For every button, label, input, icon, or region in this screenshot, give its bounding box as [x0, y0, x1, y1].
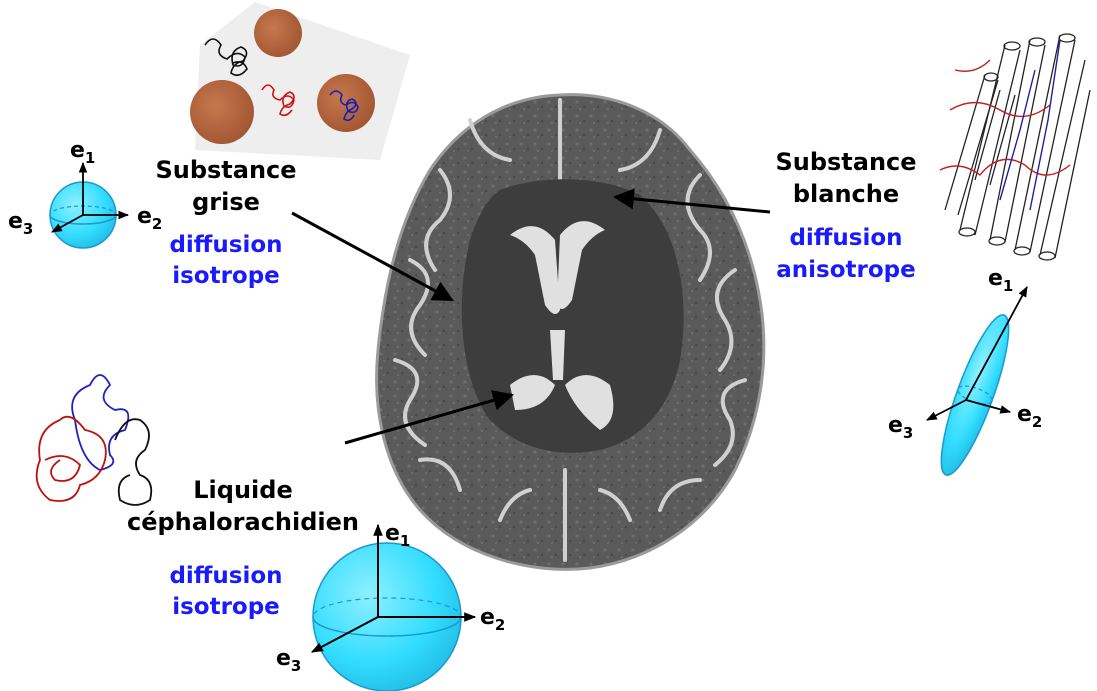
label-substance-blanche: Substance blanche diffusion anisotrope [775, 148, 916, 283]
white-matter-fibers-inset [940, 34, 1090, 260]
fiber-bundles [945, 34, 1090, 260]
cell-circle [190, 80, 254, 144]
csf-walk-blue [72, 375, 128, 470]
axis-e2-large: e2 [480, 605, 505, 634]
grey-matter-cells-inset [190, 2, 410, 160]
anisotropic-ellipsoid [927, 287, 1027, 481]
axis-e3-large: e3 [276, 646, 301, 675]
grise-diffusion-line1: diffusion [169, 232, 282, 258]
csf-random-walk-inset [37, 375, 152, 505]
cell-circle [317, 74, 375, 132]
axis-e1-small: e1 [70, 138, 95, 167]
csf-walk-red [37, 417, 106, 501]
lcr-diffusion-line2: isotrope [172, 594, 280, 620]
label-substance-grise: Substance grise diffusion isotrope [155, 156, 296, 289]
lcr-title-line1: Liquide [193, 476, 292, 504]
lcr-title-line2: céphalorachidien [127, 508, 359, 536]
brain-mri-image [377, 95, 764, 570]
isotropic-sphere-large [312, 525, 475, 691]
blanche-title-line2: blanche [793, 180, 899, 208]
isotropic-sphere-small [50, 163, 128, 248]
axis-e1-large: e1 [385, 521, 410, 550]
fiber-random-walk-blue [1000, 40, 1060, 210]
white-matter-region [462, 179, 684, 453]
cell-circle [254, 9, 302, 57]
grise-diffusion-line2: isotrope [172, 263, 280, 289]
axis-e2-ellipsoid: e2 [1017, 402, 1042, 431]
blanche-diffusion-line2: anisotrope [776, 257, 915, 283]
axis-e3-ellipsoid: e3 [888, 413, 913, 442]
grise-title-line2: grise [192, 188, 260, 216]
axis-e3-small: e3 [8, 209, 33, 238]
axis-e1-ellipsoid: e1 [988, 266, 1013, 295]
lcr-diffusion-line1: diffusion [169, 563, 282, 589]
axis-e2-small: e2 [137, 204, 162, 233]
blanche-title-line1: Substance [775, 148, 916, 176]
blanche-diffusion-line1: diffusion [789, 225, 902, 251]
grise-title-line1: Substance [155, 156, 296, 184]
